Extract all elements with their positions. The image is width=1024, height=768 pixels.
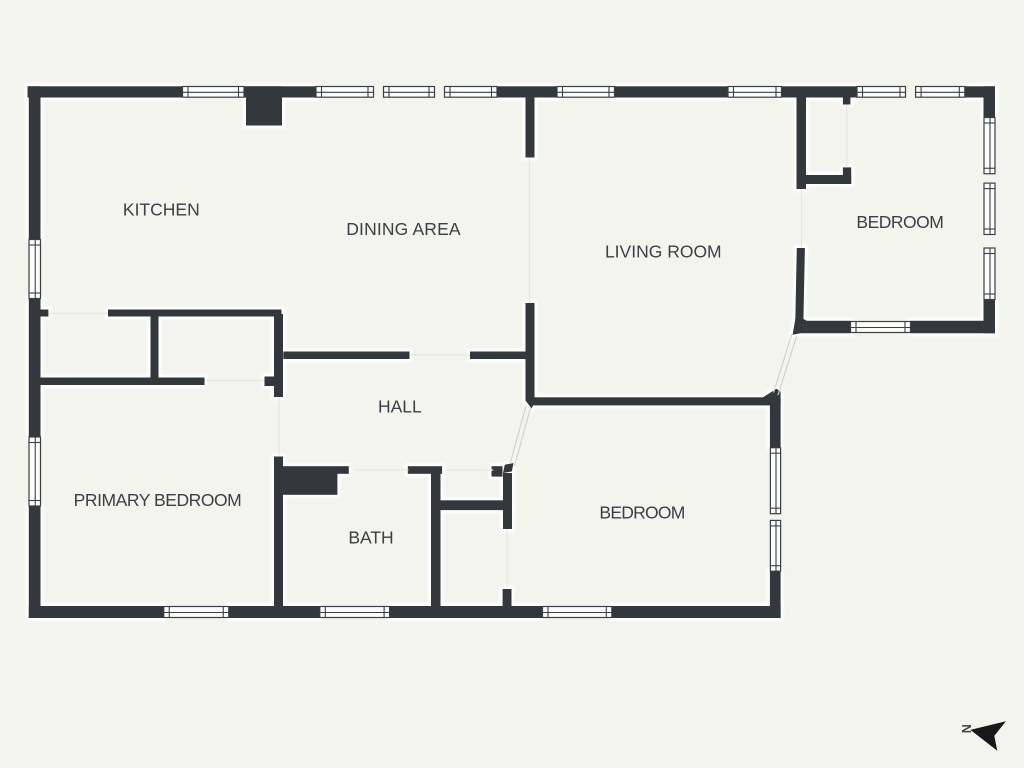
svg-text:PRIMARY BEDROOM: PRIMARY BEDROOM xyxy=(74,490,242,510)
svg-text:HALL: HALL xyxy=(378,396,422,416)
svg-text:DINING AREA: DINING AREA xyxy=(346,219,461,239)
svg-text:BEDROOM: BEDROOM xyxy=(856,212,943,232)
svg-text:KITCHEN: KITCHEN xyxy=(123,199,200,219)
svg-text:N: N xyxy=(960,724,974,733)
svg-text:BATH: BATH xyxy=(348,527,393,547)
svg-text:LIVING ROOM: LIVING ROOM xyxy=(605,241,722,261)
svg-text:BEDROOM: BEDROOM xyxy=(599,503,684,523)
